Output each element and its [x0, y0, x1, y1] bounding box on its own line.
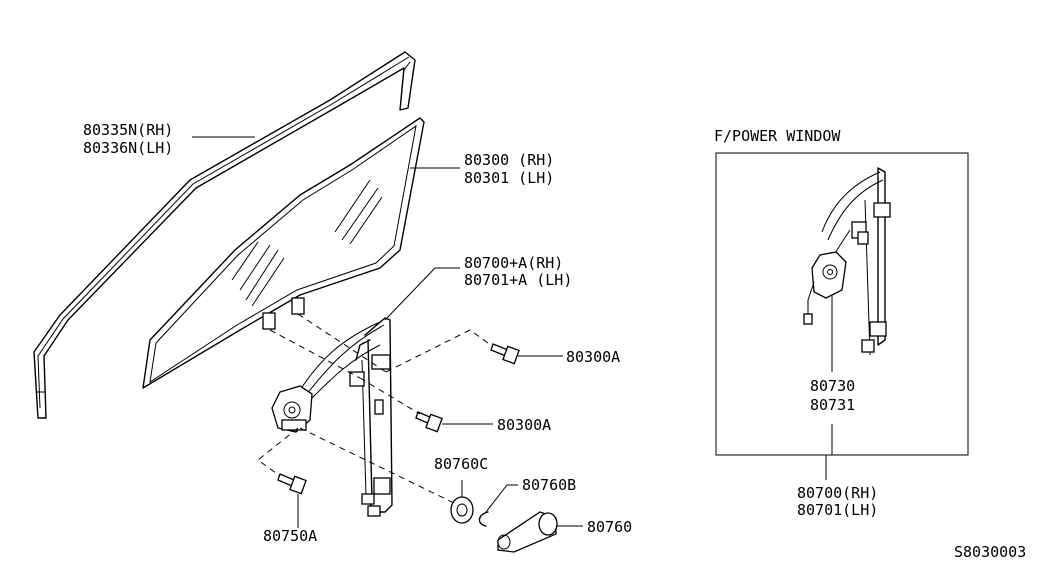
assembly-lines: [257, 313, 493, 506]
run-channel-label-rh: 80335N(RH): [83, 121, 173, 139]
door-glass-label-lh: 80301 (LH): [464, 169, 554, 187]
inset-motor-label-1: 80730: [810, 377, 855, 395]
run-channel-label-lh: 80336N(LH): [83, 139, 173, 157]
handle-label: 80760: [587, 518, 632, 536]
escutcheon-label: 80760C: [434, 455, 488, 473]
run-channel-part: [33, 51, 416, 419]
bolt-upper-label: 80300A: [566, 348, 620, 366]
leader-lines: [192, 136, 833, 528]
regulator-label-rh: 80700+A(RH): [464, 254, 563, 272]
door-glass-part: [142, 117, 425, 389]
inset-regulator-part: [803, 167, 891, 356]
door-glass-label-rh: 80300 (RH): [464, 151, 554, 169]
inset-title: F/POWER WINDOW: [714, 127, 841, 145]
regulator-label-lh: 80701+A (LH): [464, 271, 572, 289]
inset-motor-label-2: 80731: [810, 396, 855, 414]
escutcheon-part: [450, 496, 474, 524]
bolt-middle-label: 80300A: [497, 416, 551, 434]
bolt-lower-label: 80750A: [263, 527, 317, 545]
clip-label: 80760B: [522, 476, 576, 494]
bolt-lower-part: [277, 473, 307, 495]
diagram-code: S8030003: [954, 543, 1026, 561]
bolt-middle-part: [415, 411, 443, 433]
window-handle-part: [497, 511, 558, 553]
clip-part: [478, 511, 489, 527]
bolt-upper-part: [490, 343, 520, 365]
power-window-inset: [715, 152, 969, 456]
inset-assembly-label-rh: 80700(RH): [797, 484, 878, 502]
window-regulator-part: [271, 317, 393, 517]
inset-assembly-label-lh: 80701(LH): [797, 501, 878, 519]
